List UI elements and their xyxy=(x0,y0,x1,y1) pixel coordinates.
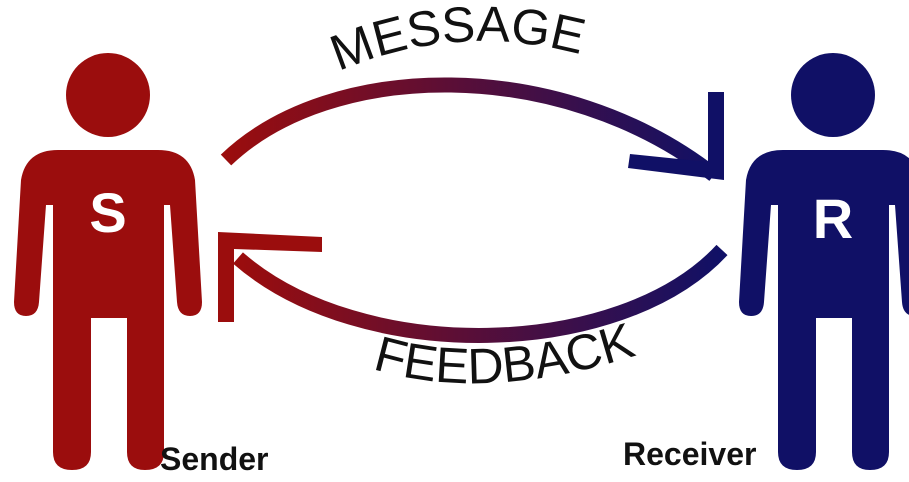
sender-head xyxy=(66,53,150,137)
sender-figure: S xyxy=(14,53,202,470)
message-label-text: MESSAGE xyxy=(323,0,591,81)
sender-letter: S xyxy=(89,181,126,244)
receiver-letter: R xyxy=(813,187,853,250)
feedback-arrow xyxy=(218,232,728,343)
message-arrow xyxy=(220,77,724,181)
sender-caption: Sender xyxy=(160,441,268,477)
feedback-arc xyxy=(233,244,728,343)
receiver-head xyxy=(791,53,875,137)
receiver-body xyxy=(739,150,909,470)
receiver-figure: R xyxy=(739,53,909,470)
message-arc xyxy=(220,77,719,181)
message-label: MESSAGE xyxy=(323,0,591,81)
feedback-arrowhead xyxy=(218,232,322,322)
sender-body xyxy=(14,150,202,470)
message-arrowhead xyxy=(628,92,724,180)
receiver-caption: Receiver xyxy=(623,436,756,472)
